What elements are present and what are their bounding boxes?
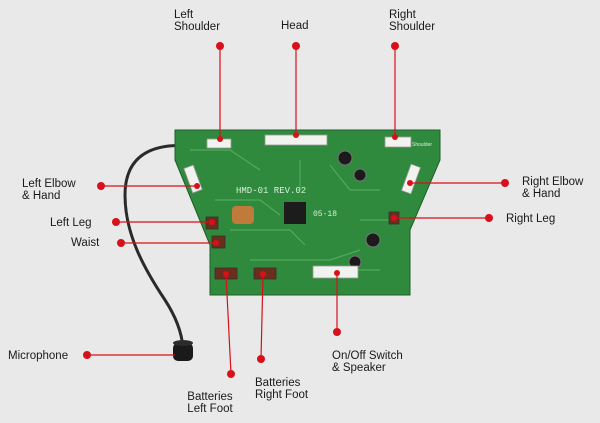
marker-dot [194, 183, 200, 189]
label-right-shoulder: Right Shoulder [389, 9, 436, 33]
marker-dot [257, 355, 265, 363]
label-microphone: Microphone [8, 350, 69, 362]
label-right-elbow-hand: Right Elbow & Hand [522, 176, 584, 200]
label-head: Head [281, 20, 309, 32]
microphone-cable [123, 144, 206, 349]
marker-dot [216, 42, 224, 50]
label-left-elbow-hand: Left Elbow & Hand [22, 178, 76, 202]
marker-dot [213, 240, 219, 246]
label-waist: Waist [71, 237, 100, 249]
microphone [173, 340, 193, 361]
marker-dot [83, 351, 91, 359]
board-chip-text: 05-18 [313, 210, 337, 219]
board-model-text: HMD-01 REV.02 [236, 186, 306, 196]
label-left-leg: Left Leg [50, 217, 92, 229]
marker-dot [227, 370, 235, 378]
marker-dot [391, 215, 397, 221]
marker-dot [117, 239, 125, 247]
leader-batt-right [260, 273, 264, 360]
capacitor [337, 150, 353, 166]
marker-dot [392, 134, 398, 140]
marker-dot [293, 132, 299, 138]
marker-dot [334, 270, 340, 276]
label-batteries-left-foot: Batteries Left Foot [187, 391, 233, 415]
capacitor [365, 232, 381, 248]
marker-dot [112, 218, 120, 226]
label-batteries-right-foot: Batteries Right Foot [255, 377, 309, 401]
capacitor [353, 168, 367, 182]
board-shoulder-text: Shoulder [412, 142, 432, 148]
marker-dot [209, 219, 215, 225]
leader-batt-left [225, 273, 232, 375]
marker-dot [501, 179, 509, 187]
marker-dot [391, 42, 399, 50]
marker-dot [485, 214, 493, 222]
label-onoff-switch-speaker: On/Off Switch & Speaker [332, 350, 403, 374]
marker-dot [260, 271, 266, 277]
circuit-board: HMD-01 REV.02 05-18 Shoulder [174, 129, 441, 296]
connector-right-shoulder [384, 136, 412, 148]
marker-dot [217, 136, 223, 142]
label-right-leg: Right Leg [506, 213, 556, 225]
marker-dot [333, 328, 341, 336]
chip-ic [284, 202, 306, 224]
marker-dot [292, 42, 300, 50]
component [232, 206, 254, 224]
marker-dot [407, 180, 413, 186]
marker-dot [97, 182, 105, 190]
label-left-shoulder: Left Shoulder [174, 9, 221, 33]
connector-right-elbow [401, 163, 421, 195]
marker-dot [223, 271, 229, 277]
